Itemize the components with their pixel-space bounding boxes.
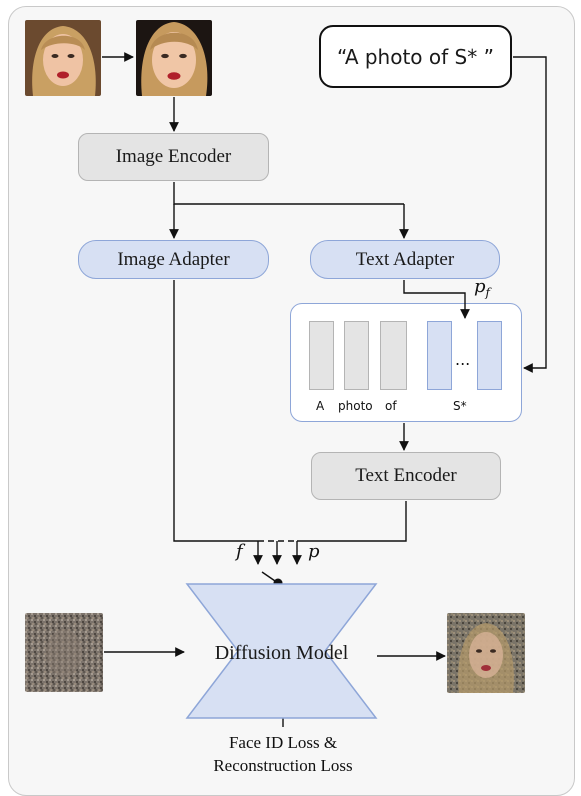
p-symbol: p xyxy=(308,541,320,562)
text-encoder-label: Text Encoder xyxy=(355,465,457,486)
diffusion-model-text: Diffusion Model xyxy=(214,641,349,664)
cropped-face-photo xyxy=(136,20,212,96)
diffusion-model-label: Diffusion Model xyxy=(187,636,376,670)
noisy-input-image xyxy=(25,613,103,692)
token-embedding-photo xyxy=(344,321,369,390)
token-embedding-of xyxy=(380,321,407,390)
text-prompt-box: “A photo of S* ” xyxy=(319,25,512,88)
token-label-s-star: S* xyxy=(453,399,467,413)
token-label-of: of xyxy=(385,399,397,413)
text-prompt-label: “A photo of S* ” xyxy=(337,44,494,69)
pf-symbol: pf xyxy=(474,276,490,300)
image-adapter-label: Image Adapter xyxy=(117,248,230,270)
loss-caption-line1: Face ID Loss & xyxy=(228,733,338,752)
token-embedding-s-star-1 xyxy=(427,321,452,390)
text-encoder-box: Text Encoder xyxy=(311,452,501,500)
connector-layer xyxy=(102,52,547,727)
generated-output-image xyxy=(447,613,525,693)
image-adapter-box: Image Adapter xyxy=(78,240,269,279)
text-encoder-path xyxy=(297,501,407,542)
f-symbol: f xyxy=(236,541,243,562)
token-label-a: A xyxy=(316,399,325,413)
loss-caption-line2: Reconstruction Loss xyxy=(213,756,353,775)
text-adapter-label: Text Adapter xyxy=(355,248,455,270)
ellipsis-label: ... xyxy=(455,350,471,369)
token-embedding-s-star-2 xyxy=(477,321,502,390)
pf-base: p xyxy=(474,276,486,297)
image-adapter-path xyxy=(173,280,258,542)
arrow-prompt-to-panel xyxy=(513,56,547,373)
image-encoder-box: Image Encoder xyxy=(78,133,269,181)
arrow-text-adapter-to-token xyxy=(403,280,470,319)
image-encoder-label: Image Encoder xyxy=(115,146,232,167)
input-face-photo xyxy=(25,20,101,96)
token-embedding-a xyxy=(309,321,334,390)
diffusion-model-shape xyxy=(185,583,378,719)
token-label-photo: photo xyxy=(338,399,373,413)
pf-subscript: f xyxy=(485,285,490,300)
text-adapter-box: Text Adapter xyxy=(310,240,500,279)
loss-caption: Face ID Loss & Reconstruction Loss xyxy=(183,731,383,777)
encoder-split-line xyxy=(173,182,404,205)
diagram: “A photo of S* ” Image Encoder Image Ada… xyxy=(8,6,575,796)
